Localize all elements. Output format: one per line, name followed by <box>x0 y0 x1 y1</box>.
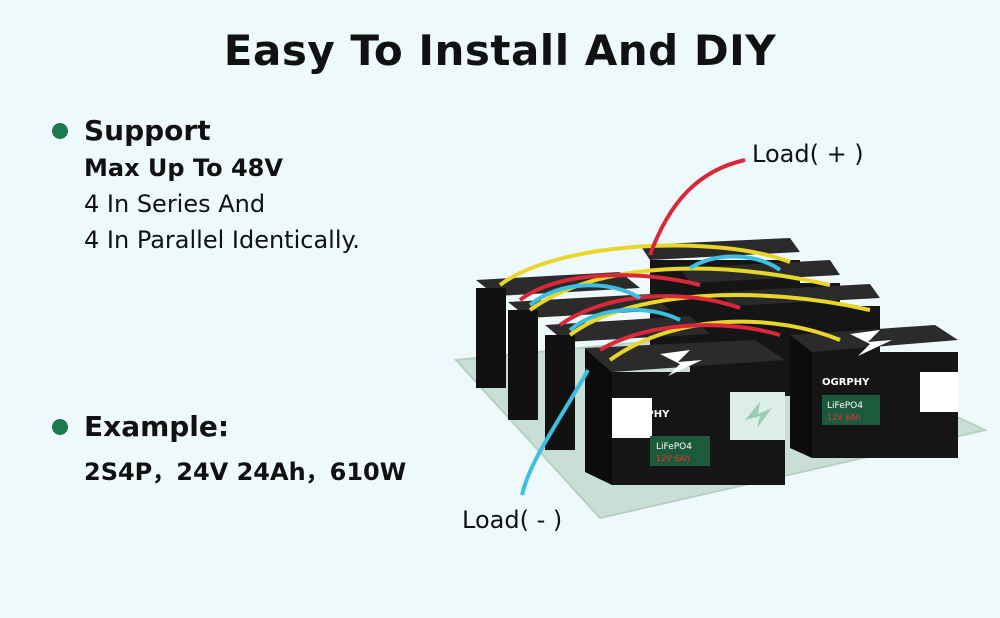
support-line-max: Max Up To 48V <box>84 154 283 182</box>
bullet-dot-icon <box>52 418 68 435</box>
battery-front-right: OGRPHY LiFePO4 12V 6Ah <box>790 325 958 458</box>
battery-chem-text: LiFePO4 <box>656 442 692 452</box>
support-line-series: 4 In Series And <box>84 190 266 218</box>
support-bullet: Support <box>52 114 211 147</box>
battery-diagram: OGRPHY LiFePO4 12V 6Ah OGRPHY LiFePO4 12… <box>453 158 989 520</box>
support-heading: Support <box>84 114 211 147</box>
load-negative-label: Load( - ) <box>462 506 563 534</box>
example-heading: Example: <box>84 410 230 443</box>
battery-brand-text-2: OGRPHY <box>822 377 870 388</box>
negative-wires <box>520 254 782 496</box>
battery-chem-text-2: LiFePO4 <box>827 401 863 411</box>
battery-rating-text: 12V 6Ah <box>656 454 690 463</box>
positive-wires <box>518 158 781 352</box>
battery-front-left: OGRPHY LiFePO4 12V 6Ah <box>585 340 785 485</box>
support-line-parallel: 4 In Parallel Identically. <box>84 226 360 254</box>
example-line-spec: 2S4P，24V 24Ah，610W <box>84 458 407 486</box>
bullet-dot-icon <box>52 122 68 139</box>
page-title: Easy To Install And DIY <box>223 26 777 75</box>
load-positive-label: Load( + ) <box>752 140 864 168</box>
battery-rating-text-2: 12V 6Ah <box>827 413 861 422</box>
link-wires <box>498 243 871 362</box>
example-bullet: Example: <box>52 410 229 443</box>
battery-brand-text: OGRPHY <box>622 409 670 420</box>
